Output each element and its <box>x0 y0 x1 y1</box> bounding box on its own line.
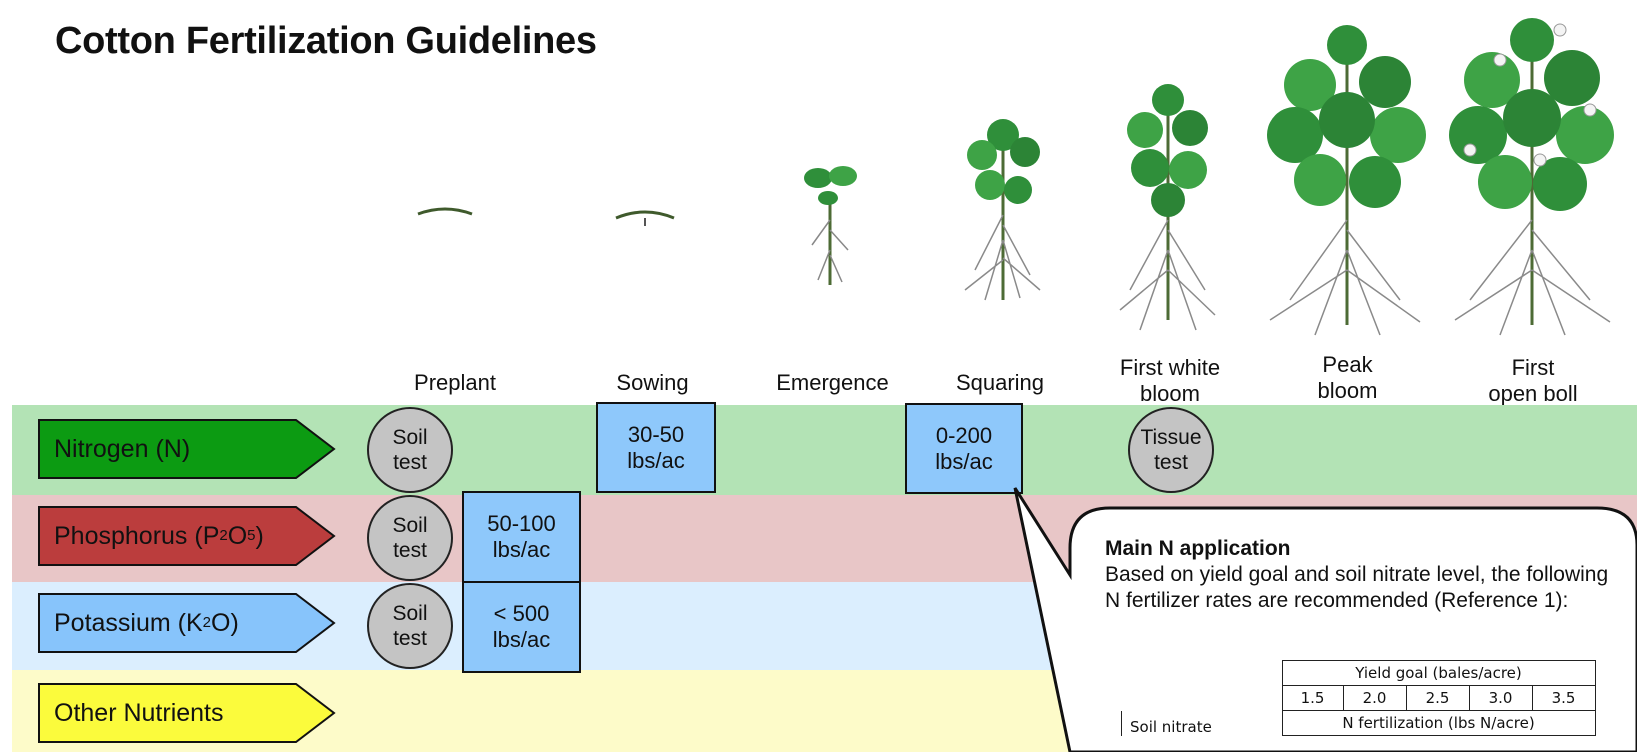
yield-goal-4: 3.0 <box>1468 685 1533 711</box>
nitrogen-tissue-test: Tissue test <box>1128 407 1214 493</box>
plant-illustrations <box>417 18 1614 336</box>
stage-peak-bloom: Peak bloom <box>1317 352 1378 403</box>
callout-body: Based on yield goal and soil nitrate lev… <box>1105 563 1609 612</box>
yield-goal-2: 2.0 <box>1342 685 1407 711</box>
squaring-plant-icon <box>964 119 1041 301</box>
phosphorus-soil-test: Soil test <box>367 495 453 581</box>
nitrogen-sowing-rate: 30-50 lbs/ac <box>596 402 716 493</box>
seedling-icon <box>804 166 857 285</box>
soil-nitrate-label: Soil nitrate <box>1121 710 1283 736</box>
seed-preplant-icon <box>417 207 473 216</box>
yield-goal-header: Yield goal (bales/acre) <box>1281 660 1596 686</box>
other-nutrients-label: Other Nutrients <box>54 698 224 727</box>
stage-sowing: Sowing <box>616 370 689 395</box>
stage-first-open-boll: First open boll <box>1488 355 1578 406</box>
peak-bloom-plant-icon <box>1267 25 1426 336</box>
phosphorus-rate: 50-100 lbs/ac <box>462 491 581 583</box>
n-fertilization-header: N fertilization (lbs N/acre) <box>1281 710 1596 736</box>
cotton-plant-icon <box>1449 18 1614 336</box>
stage-emergence: Emergence <box>776 370 889 395</box>
first-white-bloom-plant-icon <box>1119 84 1216 331</box>
callout-text: Main N application Based on yield goal a… <box>1105 536 1625 614</box>
stage-squaring: Squaring <box>955 370 1045 395</box>
nitrogen-label: Nitrogen (N) <box>54 434 191 463</box>
seed-sowing-icon <box>615 210 675 226</box>
potassium-rate: < 500 lbs/ac <box>462 581 581 673</box>
other-nutrients-arrow: Other Nutrients <box>38 683 336 743</box>
yield-goal-1: 1.5 <box>1281 685 1344 711</box>
yield-goal-3: 2.5 <box>1405 685 1470 711</box>
yield-goal-5: 3.5 <box>1531 685 1596 711</box>
nitrogen-soil-test: Soil test <box>367 407 453 493</box>
nitrogen-arrow: Nitrogen (N) <box>38 419 336 479</box>
potassium-soil-test: Soil test <box>367 583 453 669</box>
stage-first-white-bloom: First white bloom <box>1119 355 1221 406</box>
page-title: Cotton Fertilization Guidelines <box>55 20 597 62</box>
stage-preplant: Preplant <box>414 370 496 395</box>
callout-heading: Main N application <box>1105 537 1291 560</box>
n-rate-table: Yield goal (bales/acre) 1.5 2.0 2.5 3.0 … <box>1121 660 1596 736</box>
nitrogen-squaring-rate: 0-200 lbs/ac <box>905 403 1023 494</box>
